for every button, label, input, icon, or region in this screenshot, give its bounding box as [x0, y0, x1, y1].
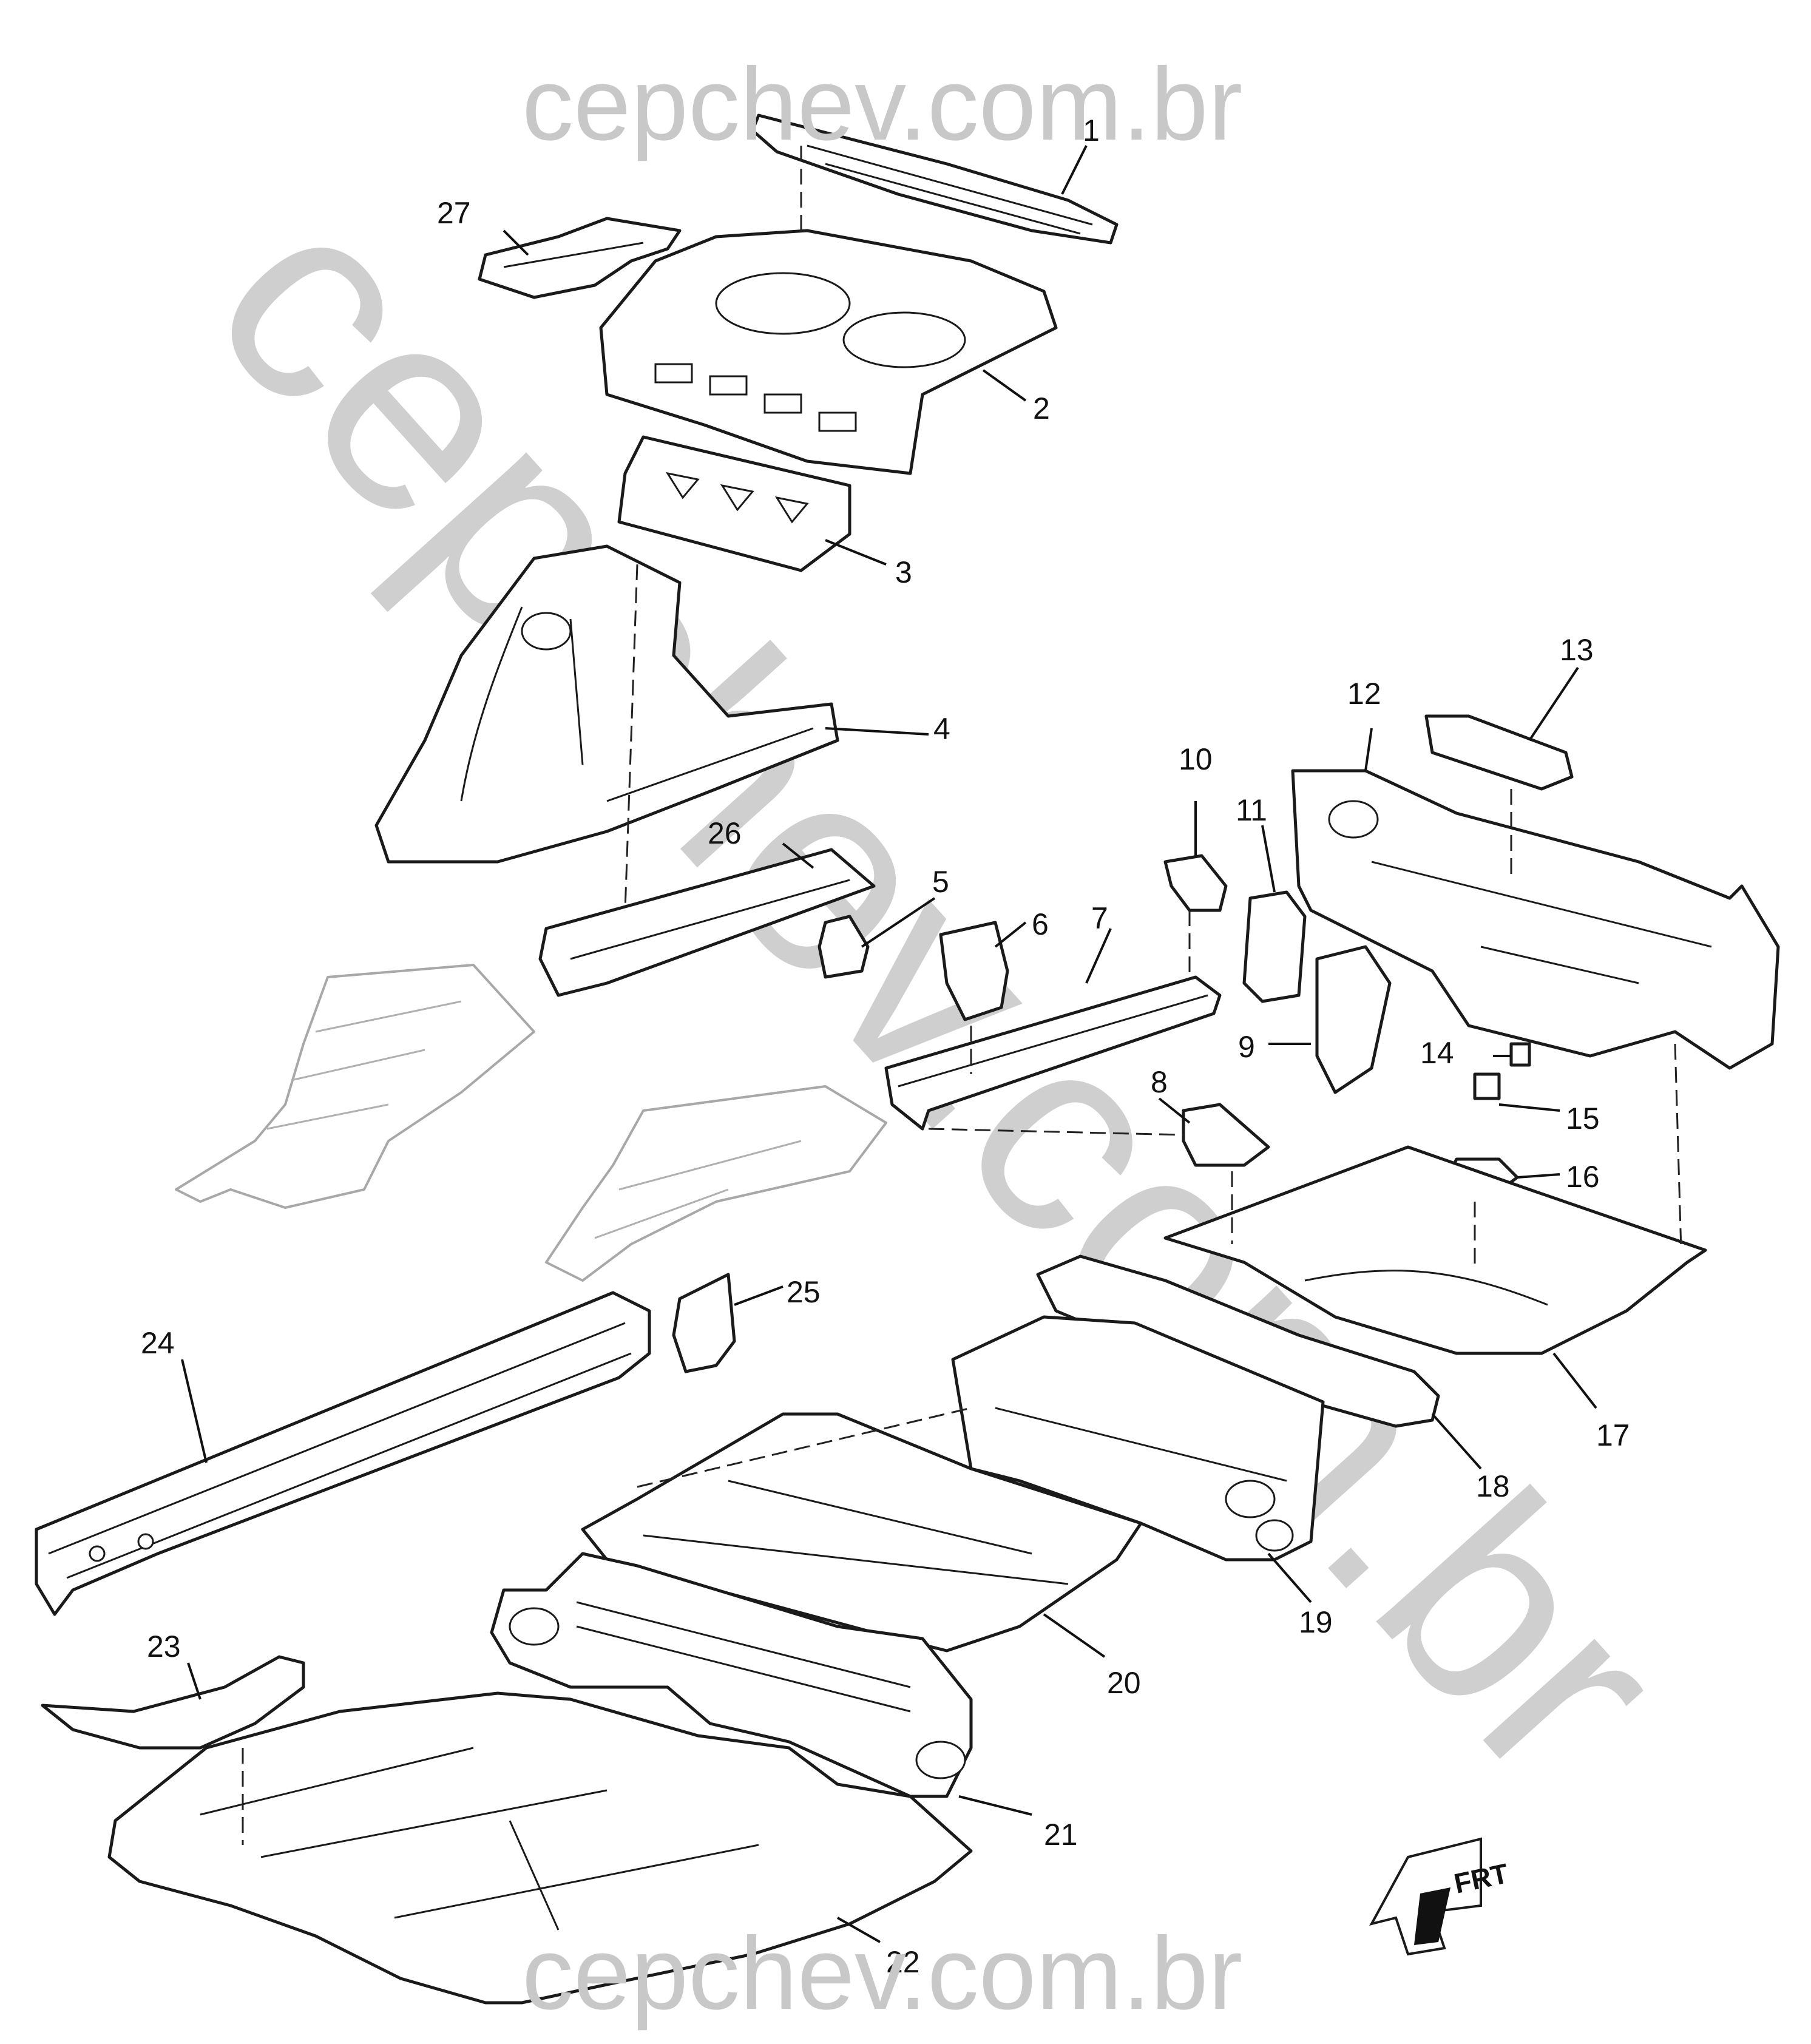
- callout-17: 17: [1596, 1418, 1630, 1452]
- callout-15: 15: [1566, 1102, 1600, 1135]
- callout-5: 5: [932, 865, 949, 899]
- callout-2: 2: [1033, 391, 1050, 425]
- part-11-bracket: [1242, 890, 1307, 1003]
- callout-26: 26: [708, 816, 742, 850]
- part-4-quarter-inner: [374, 544, 839, 864]
- callout-27: 27: [437, 196, 471, 230]
- callout-22: 22: [886, 1945, 920, 1979]
- callout-21: 21: [1044, 1818, 1078, 1852]
- part-15-clip: [1473, 1072, 1501, 1100]
- part-5-bracket: [817, 915, 870, 979]
- callout-16: 16: [1566, 1160, 1600, 1194]
- callout-25: 25: [787, 1275, 821, 1309]
- watermark-top: cepchev.com.br: [522, 47, 1242, 162]
- part-27-bracket: [478, 217, 682, 299]
- callout-10: 10: [1179, 742, 1213, 776]
- callout-19: 19: [1299, 1605, 1333, 1639]
- alignment-lines: [242, 146, 1682, 1845]
- callout-11: 11: [1236, 793, 1267, 827]
- callout-12: 12: [1347, 677, 1381, 711]
- ghost-left-wheelhouse: [175, 964, 535, 1209]
- callout-18: 18: [1476, 1469, 1510, 1503]
- part-25-bracket: [672, 1273, 736, 1373]
- part-2-rear-shelf: [599, 229, 1058, 475]
- callout-7: 7: [1091, 901, 1108, 935]
- part-10-bracket: [1163, 854, 1228, 912]
- callout-6: 6: [1032, 907, 1049, 941]
- watermark-text: cepchev.com.br cepchev.com.br: [522, 47, 1242, 2031]
- part-12-rear-floor: [1291, 769, 1780, 1070]
- part-21-tunnel-panel: [490, 1552, 973, 1798]
- callout-4: 4: [933, 712, 950, 746]
- part-6-bracket: [939, 921, 1009, 1021]
- ghost-parts: [175, 964, 887, 1282]
- part-17-spare-well: [1163, 1145, 1707, 1355]
- callout-23: 23: [147, 1629, 181, 1663]
- part-7-side-rail: [884, 975, 1222, 1131]
- part-24-rocker: [35, 1291, 651, 1616]
- part-9-bracket: [1315, 945, 1392, 1094]
- part-26-sill-reinforcement: [538, 848, 876, 997]
- part-14-clip: [1509, 1042, 1531, 1067]
- watermark-bottom: cepchev.com.br: [522, 1916, 1242, 2031]
- part-8-bracket: [1182, 1103, 1270, 1167]
- part-23-brace: [41, 1655, 305, 1750]
- callout-20: 20: [1107, 1666, 1141, 1700]
- leader-lines: [181, 145, 1597, 1943]
- callout-13: 13: [1560, 633, 1594, 667]
- callout-14: 14: [1420, 1036, 1454, 1070]
- ghost-rear-rail: [545, 1085, 887, 1282]
- callout-8: 8: [1151, 1065, 1168, 1099]
- part-1-upper-panel: [751, 113, 1119, 245]
- part-22-front-floor: [107, 1691, 973, 2005]
- callout-labels: 1 2 3 4 5 6 7 8 9 10 11 12 13 14 15 16 1…: [141, 113, 1630, 1979]
- parts: [35, 113, 1780, 2005]
- callout-9: 9: [1238, 1030, 1255, 1064]
- callout-1: 1: [1083, 113, 1100, 147]
- front-direction-indicator: FRT: [1369, 1837, 1511, 1956]
- part-13-bracket: [1424, 714, 1574, 791]
- callout-24: 24: [141, 1326, 175, 1360]
- callout-3: 3: [895, 555, 912, 589]
